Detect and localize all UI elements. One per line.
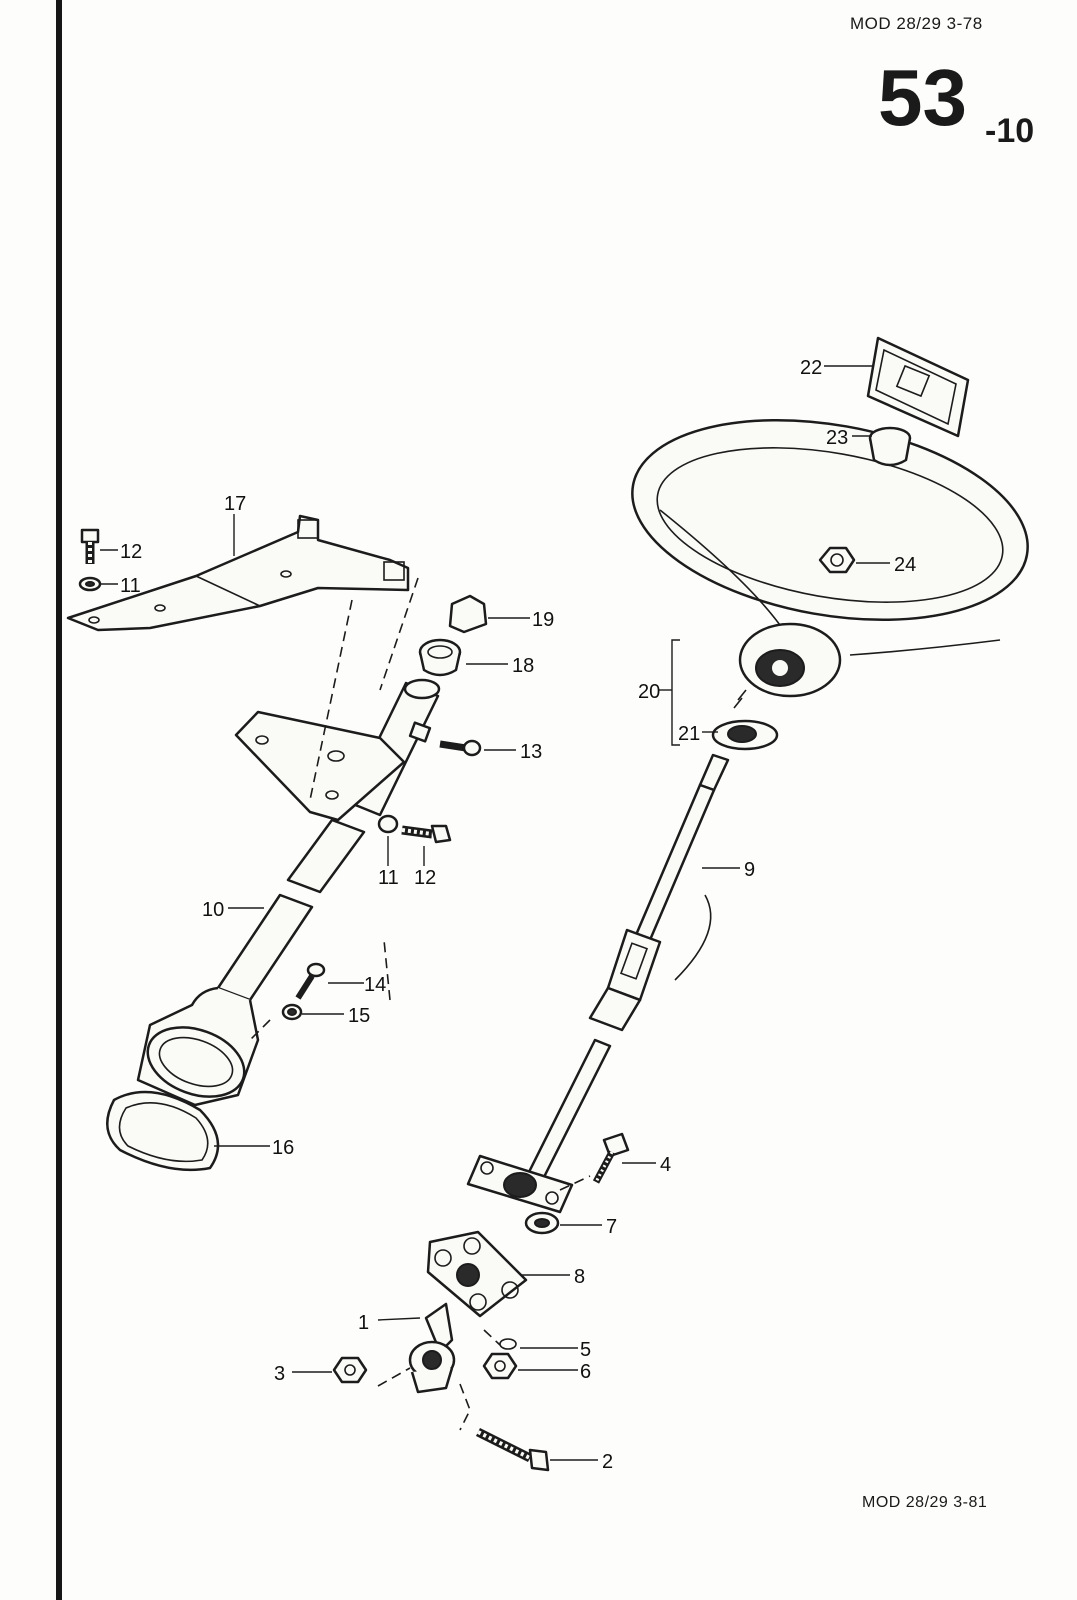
steering-shaft (523, 753, 730, 1187)
callout-21: 21 (678, 723, 700, 745)
callout-12-top: 12 (120, 541, 142, 563)
callout-18: 18 (512, 655, 534, 677)
bolt-12-top (80, 528, 100, 564)
callout-1: 1 (358, 1312, 369, 1334)
page-number: 53 (878, 53, 967, 142)
callout-23: 23 (826, 427, 848, 449)
model-reference-bottom: MOD 28/29 3-81 (862, 1494, 988, 1511)
gasket (106, 1090, 220, 1172)
model-reference-top: MOD 28/29 3-78 (850, 14, 983, 33)
bolt-12-mid (401, 824, 452, 844)
column-bracket (234, 710, 406, 822)
bushing-18 (418, 638, 462, 677)
callout-8: 8 (574, 1266, 585, 1288)
nut-6 (482, 1352, 518, 1380)
horn-button (868, 426, 912, 467)
callout-17: 17 (224, 493, 246, 515)
callout-13: 13 (520, 741, 542, 763)
callout-11-mid: 11 (378, 867, 399, 889)
callout-10: 10 (202, 899, 224, 921)
steering-wheel (631, 418, 1029, 698)
flange-bolt (592, 1132, 630, 1184)
callout-22: 22 (800, 357, 822, 379)
wheel-nut (818, 546, 856, 574)
clamp-screw (408, 721, 482, 757)
contact-ring (711, 689, 779, 751)
horn-pad (866, 336, 970, 438)
callout-2: 2 (602, 1451, 613, 1473)
callout-19: 19 (532, 609, 554, 631)
callout-14: 14 (364, 974, 386, 996)
washer-11-mid (377, 814, 399, 834)
mounting-plate (66, 514, 410, 632)
callout-3: 3 (274, 1363, 285, 1385)
steering-column-tube (136, 678, 441, 1107)
callout-5: 5 (580, 1339, 591, 1361)
washer-5 (499, 1338, 517, 1350)
callout-12-mid: 12 (414, 867, 436, 889)
callout-4: 4 (660, 1154, 671, 1176)
callout-15: 15 (348, 1005, 370, 1027)
page-number-suffix: -10 (985, 112, 1035, 150)
shaft-flange (466, 1154, 574, 1214)
callout-7: 7 (606, 1216, 617, 1238)
nut-3 (332, 1356, 368, 1384)
callout-6: 6 (580, 1361, 591, 1383)
callout-9: 9 (744, 859, 755, 881)
bushing-19 (448, 594, 488, 634)
joint-bolt-2 (475, 1427, 550, 1472)
callout-16: 16 (272, 1137, 294, 1159)
screw-14 (295, 962, 326, 1000)
page-binding-edge (56, 0, 62, 1600)
callout-11-top: 11 (120, 575, 141, 597)
callout-20: 20 (638, 681, 660, 703)
steering-joint (408, 1302, 456, 1394)
flexible-coupling (426, 1230, 528, 1318)
callout-24: 24 (894, 554, 916, 576)
